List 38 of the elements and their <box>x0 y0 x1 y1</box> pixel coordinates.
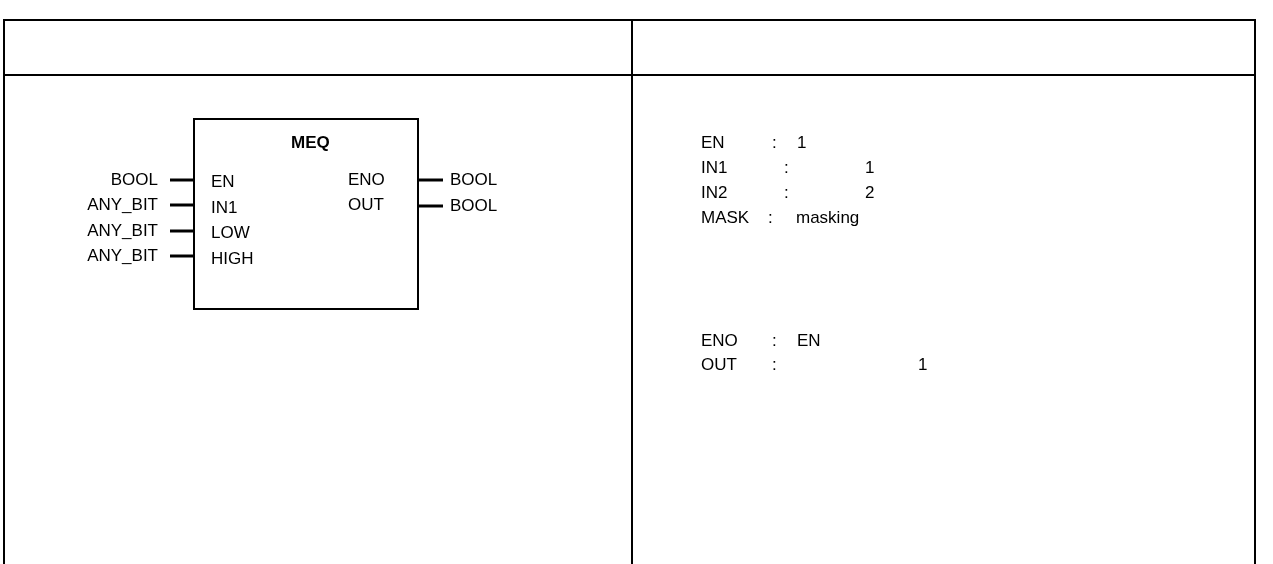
data-type-label: ANY_BIT <box>87 247 158 264</box>
description-text: masking <box>796 209 860 226</box>
description-text: EN <box>701 134 725 151</box>
description-text: IN2 <box>701 184 728 201</box>
description-text: 1 <box>918 356 928 373</box>
description-text: : <box>784 184 789 201</box>
data-type-label: BOOL <box>450 171 498 188</box>
description-text: : <box>772 134 777 151</box>
description-text: 1 <box>797 134 807 151</box>
pin-line <box>170 178 193 182</box>
description-text: IN1 <box>701 159 728 176</box>
function-block <box>193 118 419 310</box>
block-title: MEQ <box>291 134 330 151</box>
data-type-label: BOOL <box>450 197 498 214</box>
description-text: : <box>784 159 789 176</box>
pin-name: EN <box>211 173 235 190</box>
description-text: MASK <box>701 209 750 226</box>
pin-line <box>170 254 193 258</box>
pin-name: OUT <box>348 196 384 213</box>
pin-name: LOW <box>211 224 250 241</box>
pin-name: IN1 <box>211 199 238 216</box>
description-text: : <box>772 332 777 349</box>
description-text: 1 <box>865 159 875 176</box>
description-text: : <box>768 209 773 226</box>
pin-name: ENO <box>348 171 385 188</box>
description-text: ENO <box>701 332 738 349</box>
description-text: EN <box>797 332 821 349</box>
data-type-label: ANY_BIT <box>87 196 158 213</box>
data-type-label: ANY_BIT <box>87 222 158 239</box>
pin-line <box>419 178 443 182</box>
pin-line <box>170 203 193 207</box>
pin-line <box>419 204 443 208</box>
description-text: : <box>772 356 777 373</box>
description-text: 2 <box>865 184 875 201</box>
data-type-label: BOOL <box>110 171 158 188</box>
pin-line <box>170 229 193 233</box>
description-text: OUT <box>701 356 737 373</box>
pin-name: HIGH <box>211 250 254 267</box>
